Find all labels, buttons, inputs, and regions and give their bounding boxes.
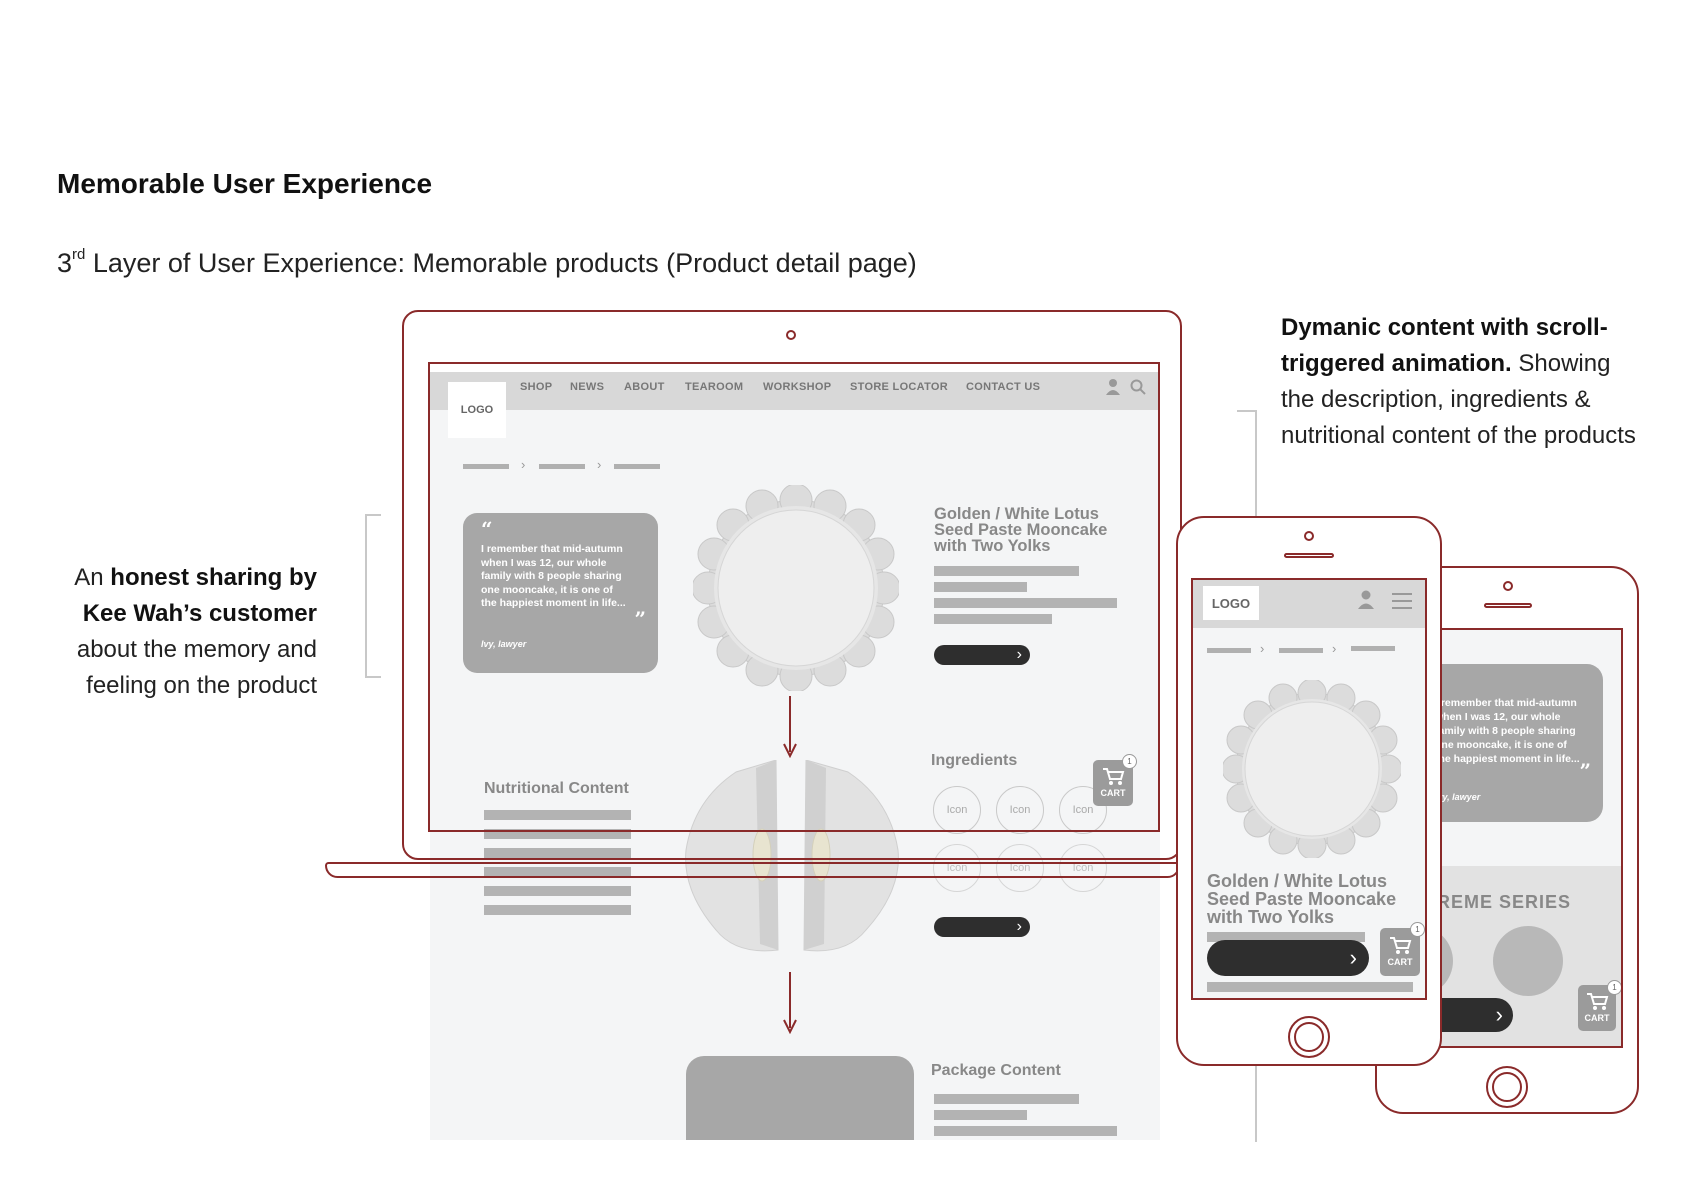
phone-add-to-cart-button[interactable]: › bbox=[1207, 940, 1369, 976]
add-to-cart-button-2[interactable]: › bbox=[934, 917, 1030, 937]
nutrition-line bbox=[484, 810, 631, 820]
quote-author: Ivy, lawyer bbox=[481, 639, 527, 649]
nav-news[interactable]: NEWS bbox=[570, 381, 605, 393]
nav-contact-us[interactable]: CONTACT US bbox=[966, 381, 1041, 393]
nav-store-locator[interactable]: STORE LOCATOR bbox=[850, 381, 949, 393]
series-product-image bbox=[1493, 926, 1563, 996]
close-quote-mark: ” bbox=[634, 607, 646, 631]
nav-about[interactable]: ABOUT bbox=[624, 381, 665, 393]
description-line bbox=[934, 598, 1117, 608]
customer-quote-card: “ I remember that mid-autumn when I was … bbox=[463, 513, 658, 673]
package-line bbox=[934, 1126, 1117, 1136]
laptop-screen bbox=[428, 362, 1160, 832]
package-title: Package Content bbox=[931, 1062, 1061, 1079]
mooncake-illustration bbox=[1223, 680, 1401, 858]
cut-mooncake-illustration bbox=[685, 760, 899, 952]
bracket-left bbox=[365, 514, 381, 678]
phone-back-camera bbox=[1503, 581, 1513, 591]
nutrition-line bbox=[484, 886, 631, 896]
ingredients-title: Ingredients bbox=[931, 752, 1018, 769]
user-icon[interactable] bbox=[1357, 590, 1375, 610]
breadcrumb-item bbox=[614, 464, 660, 469]
scroll-arrow-icon bbox=[783, 972, 797, 1034]
cart-count-badge: 1 bbox=[1607, 980, 1621, 995]
phone-product-title: Golden / White Lotus Seed Paste Mooncake… bbox=[1207, 871, 1397, 927]
annotation-right: Dymanic content with scroll-triggered an… bbox=[1281, 314, 1636, 449]
cart-icon bbox=[1587, 993, 1609, 1010]
nav-shop[interactable]: SHOP bbox=[520, 381, 553, 393]
nav-tearoom[interactable]: TEAROOM bbox=[685, 381, 744, 393]
phone-front-home-button[interactable] bbox=[1288, 1016, 1330, 1058]
product-title: Golden / White Lotus Seed Paste Mooncake… bbox=[934, 505, 1108, 555]
breadcrumb-item[interactable] bbox=[1207, 648, 1251, 653]
ingredient-icon: Icon bbox=[1059, 844, 1107, 892]
desktop-logo[interactable]: LOGO bbox=[448, 382, 506, 438]
phone-front-screen: LOGO › › Golden / White Lotus Seed Paste… bbox=[1191, 578, 1427, 1000]
scroll-arrow-icon bbox=[783, 696, 797, 758]
phone-front-speaker bbox=[1284, 553, 1334, 558]
breadcrumb-separator: › bbox=[597, 457, 602, 472]
ingredient-icon: Icon bbox=[996, 786, 1044, 834]
annotation-left: An honest sharing by Kee Wah’s customer … bbox=[74, 564, 317, 699]
package-line bbox=[934, 1110, 1027, 1120]
quote-text: I remember that mid-autumn when I was 12… bbox=[1435, 697, 1580, 765]
nav-workshop[interactable]: WORKSHOP bbox=[763, 381, 832, 393]
breadcrumb-separator: › bbox=[1260, 641, 1265, 656]
cart-label: CART bbox=[1584, 1013, 1610, 1023]
cart-icon bbox=[1390, 937, 1412, 954]
add-to-cart-button[interactable]: › bbox=[934, 645, 1030, 665]
breadcrumb-item[interactable] bbox=[1279, 648, 1323, 653]
package-line bbox=[934, 1094, 1079, 1104]
ingredient-icon: Icon bbox=[933, 786, 981, 834]
breadcrumb-item[interactable] bbox=[539, 464, 585, 469]
user-icon[interactable] bbox=[1105, 378, 1121, 396]
phone-back-quote-card: I remember that mid-autumn when I was 12… bbox=[1423, 664, 1603, 822]
description-line bbox=[1207, 982, 1413, 992]
cart-icon bbox=[1103, 768, 1125, 785]
menu-icon[interactable] bbox=[1391, 592, 1413, 610]
breadcrumb-separator: › bbox=[521, 457, 526, 472]
phone-back-speaker bbox=[1484, 603, 1532, 608]
phone-back-home-button[interactable] bbox=[1486, 1066, 1528, 1108]
mooncake-illustration bbox=[693, 485, 899, 691]
cart-label: CART bbox=[1387, 957, 1413, 967]
open-quote-mark: “ bbox=[481, 517, 493, 541]
cart-count-badge: 1 bbox=[1410, 922, 1425, 937]
description-line bbox=[934, 566, 1079, 576]
page-subheading: 3rd Layer of User Experience: Memorable … bbox=[57, 246, 917, 278]
breadcrumb-item bbox=[1351, 646, 1395, 651]
quote-text: I remember that mid-autumn when I was 12… bbox=[481, 543, 626, 609]
phone-logo[interactable]: LOGO bbox=[1203, 586, 1259, 620]
breadcrumb-separator: › bbox=[1332, 641, 1337, 656]
laptop-camera bbox=[786, 330, 796, 340]
nutrition-title: Nutritional Content bbox=[484, 780, 629, 797]
laptop-base bbox=[325, 862, 1180, 878]
page-heading: Memorable User Experience bbox=[57, 168, 433, 199]
nutrition-line bbox=[484, 905, 631, 915]
close-quote-mark: ” bbox=[1579, 759, 1591, 783]
quote-author: Ivy, lawyer bbox=[1435, 792, 1481, 802]
ingredient-icon: Icon bbox=[933, 844, 981, 892]
cart-label: CART bbox=[1100, 788, 1126, 798]
phone-front-camera bbox=[1304, 531, 1314, 541]
cart-count-badge: 1 bbox=[1122, 754, 1137, 769]
desktop-nav-bar bbox=[430, 372, 1160, 410]
description-line bbox=[1207, 932, 1365, 942]
nutrition-line bbox=[484, 848, 631, 858]
description-line bbox=[934, 614, 1052, 624]
ingredient-icon: Icon bbox=[996, 844, 1044, 892]
nutrition-line bbox=[484, 867, 631, 877]
ingredient-icon: Icon bbox=[1059, 786, 1107, 834]
description-line bbox=[934, 582, 1027, 592]
nutrition-line bbox=[484, 829, 631, 839]
breadcrumb-item[interactable] bbox=[463, 464, 509, 469]
search-icon[interactable] bbox=[1130, 379, 1146, 395]
package-image bbox=[686, 1056, 914, 1140]
